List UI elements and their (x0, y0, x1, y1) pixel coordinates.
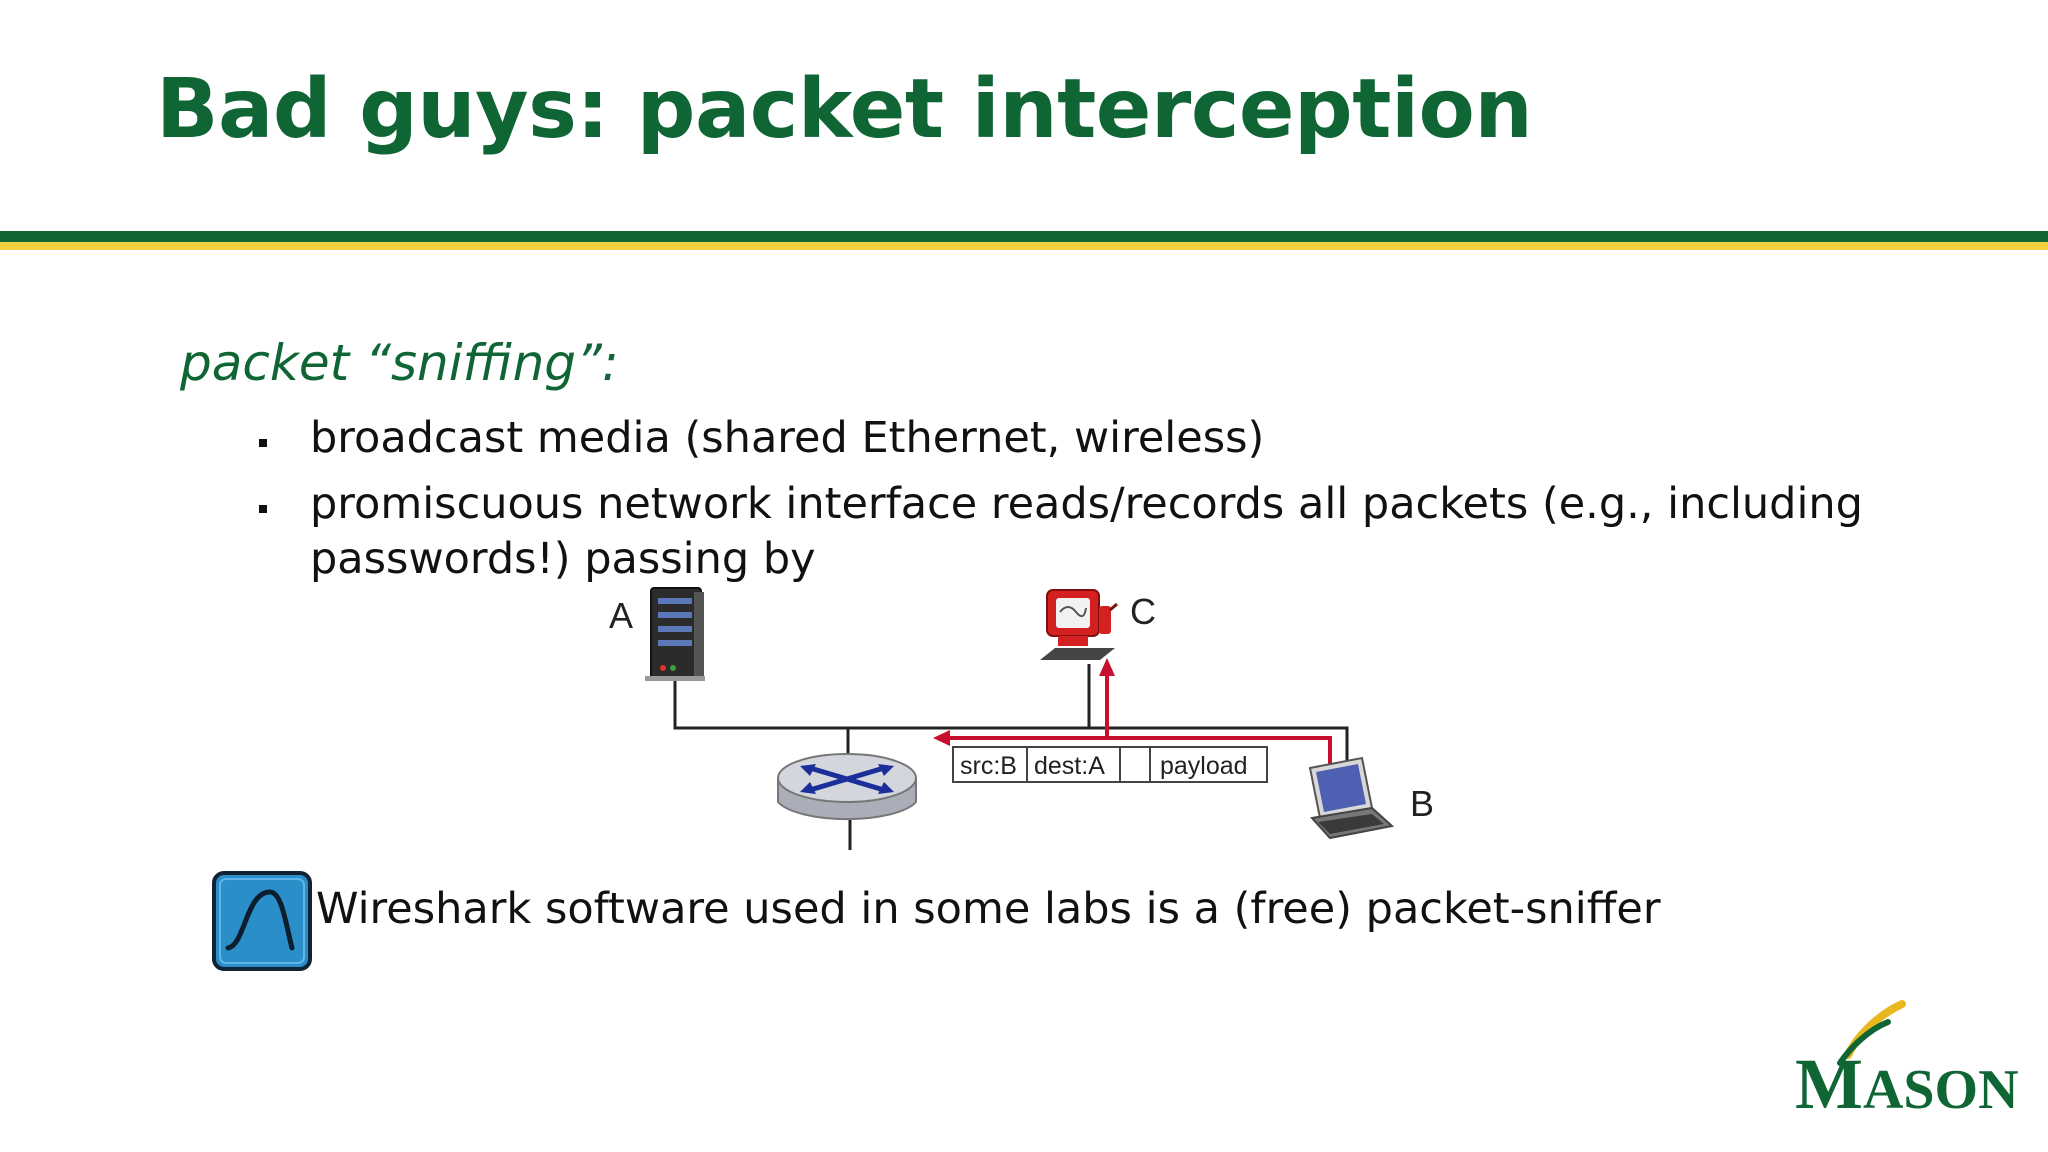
header-rule-green (0, 231, 2048, 242)
svg-text:MASON: MASON (1795, 1044, 2019, 1124)
laptop-icon (1308, 756, 1395, 840)
mason-logo-initial: M (1795, 1044, 1863, 1124)
header-rule-gold (0, 242, 2048, 250)
mason-logo: MASON (1795, 1000, 2019, 1124)
bullet-1: broadcast media (shared Ethernet, wirele… (310, 413, 1265, 463)
mason-logo-rest: ASON (1863, 1059, 2019, 1121)
packet-src-label: src:B (960, 752, 1017, 780)
router-icon (777, 753, 917, 821)
server-icon (645, 587, 705, 681)
wireshark-footnote: Wireshark software used in some labs is … (316, 884, 1661, 934)
host-b-label: B (1410, 783, 1434, 824)
host-a-label: A (609, 595, 633, 636)
host-c-label: C (1130, 591, 1156, 632)
subheading: packet “sniffing”: (180, 334, 619, 392)
packet-dest-label: dest:A (1034, 752, 1105, 780)
bullet-2-line-2: passwords!) passing by (310, 534, 816, 584)
bullet-2-line-1: promiscuous network interface reads/reco… (310, 479, 1863, 529)
bullet-marker (259, 505, 267, 513)
slide-title: Bad guys: packet interception (156, 62, 1533, 157)
bullet-marker (259, 439, 267, 447)
packet-box: src:B dest:A payload (952, 746, 1268, 783)
wireshark-icon (212, 871, 312, 971)
sniffer-computer-icon (1040, 589, 1118, 660)
packet-payload-label: payload (1160, 752, 1248, 780)
